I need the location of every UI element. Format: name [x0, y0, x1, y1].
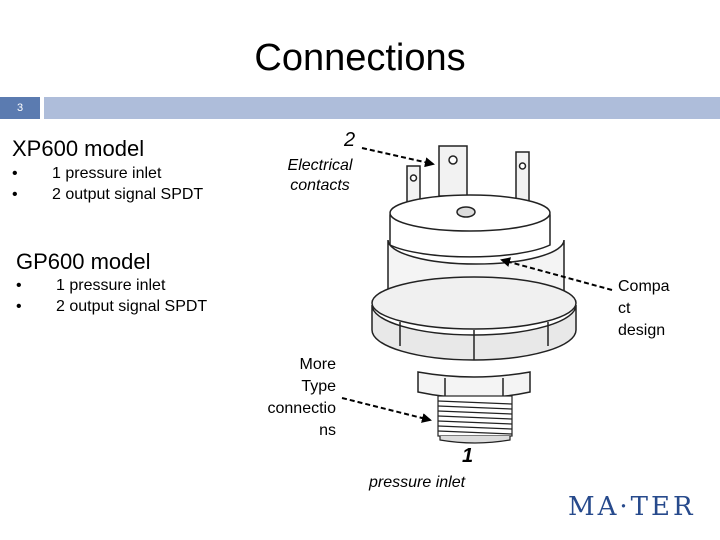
hex-nut	[417, 371, 531, 399]
label-line: Electrical	[287, 157, 353, 174]
pressure-inlet-number: 1	[462, 445, 474, 467]
connection-types-label: More Type connectio ns	[250, 354, 337, 442]
slide-title: Connections	[254, 37, 466, 79]
label-line: contacts	[290, 177, 350, 194]
callout-arrows	[341, 147, 613, 423]
connection-types-arrow	[341, 397, 432, 423]
model-heading-gp600: GP600 model	[16, 249, 151, 274]
hex-flange	[371, 276, 577, 361]
gp600-feature-list: 1 pressure inlet 2 output signal SPDT	[16, 275, 207, 317]
label-line: Type	[301, 378, 336, 395]
mater-logo: MA·TER	[568, 492, 696, 522]
label-line: Compa	[618, 278, 670, 295]
label-line: More	[299, 356, 336, 373]
label-line: ns	[319, 422, 336, 439]
compact-design-label: Compa ct design	[618, 276, 670, 342]
list-item: 1 pressure inlet	[12, 163, 203, 184]
compact-design-arrow	[500, 257, 613, 291]
electrical-contacts-label: Electrical contacts	[278, 156, 362, 196]
slide-header-bar: 3	[0, 97, 720, 119]
list-item: 1 pressure inlet	[16, 275, 207, 296]
electrical-contacts-arrow	[361, 147, 435, 168]
list-item: 2 output signal SPDT	[16, 296, 207, 317]
model-heading-xp600: XP600 model	[12, 136, 145, 161]
electrical-contacts-number: 2	[344, 129, 356, 151]
header-bar-fill	[44, 97, 720, 119]
list-item: 2 output signal SPDT	[12, 184, 203, 205]
top-cap	[389, 194, 551, 258]
threaded-inlet	[437, 395, 513, 444]
label-line: ct	[618, 300, 631, 317]
pressure-inlet-label: pressure inlet	[369, 474, 466, 491]
xp600-feature-list: 1 pressure inlet 2 output signal SPDT	[12, 163, 203, 205]
label-line: connectio	[267, 400, 337, 417]
label-line: design	[618, 322, 666, 339]
slide-number: 3	[0, 97, 40, 119]
